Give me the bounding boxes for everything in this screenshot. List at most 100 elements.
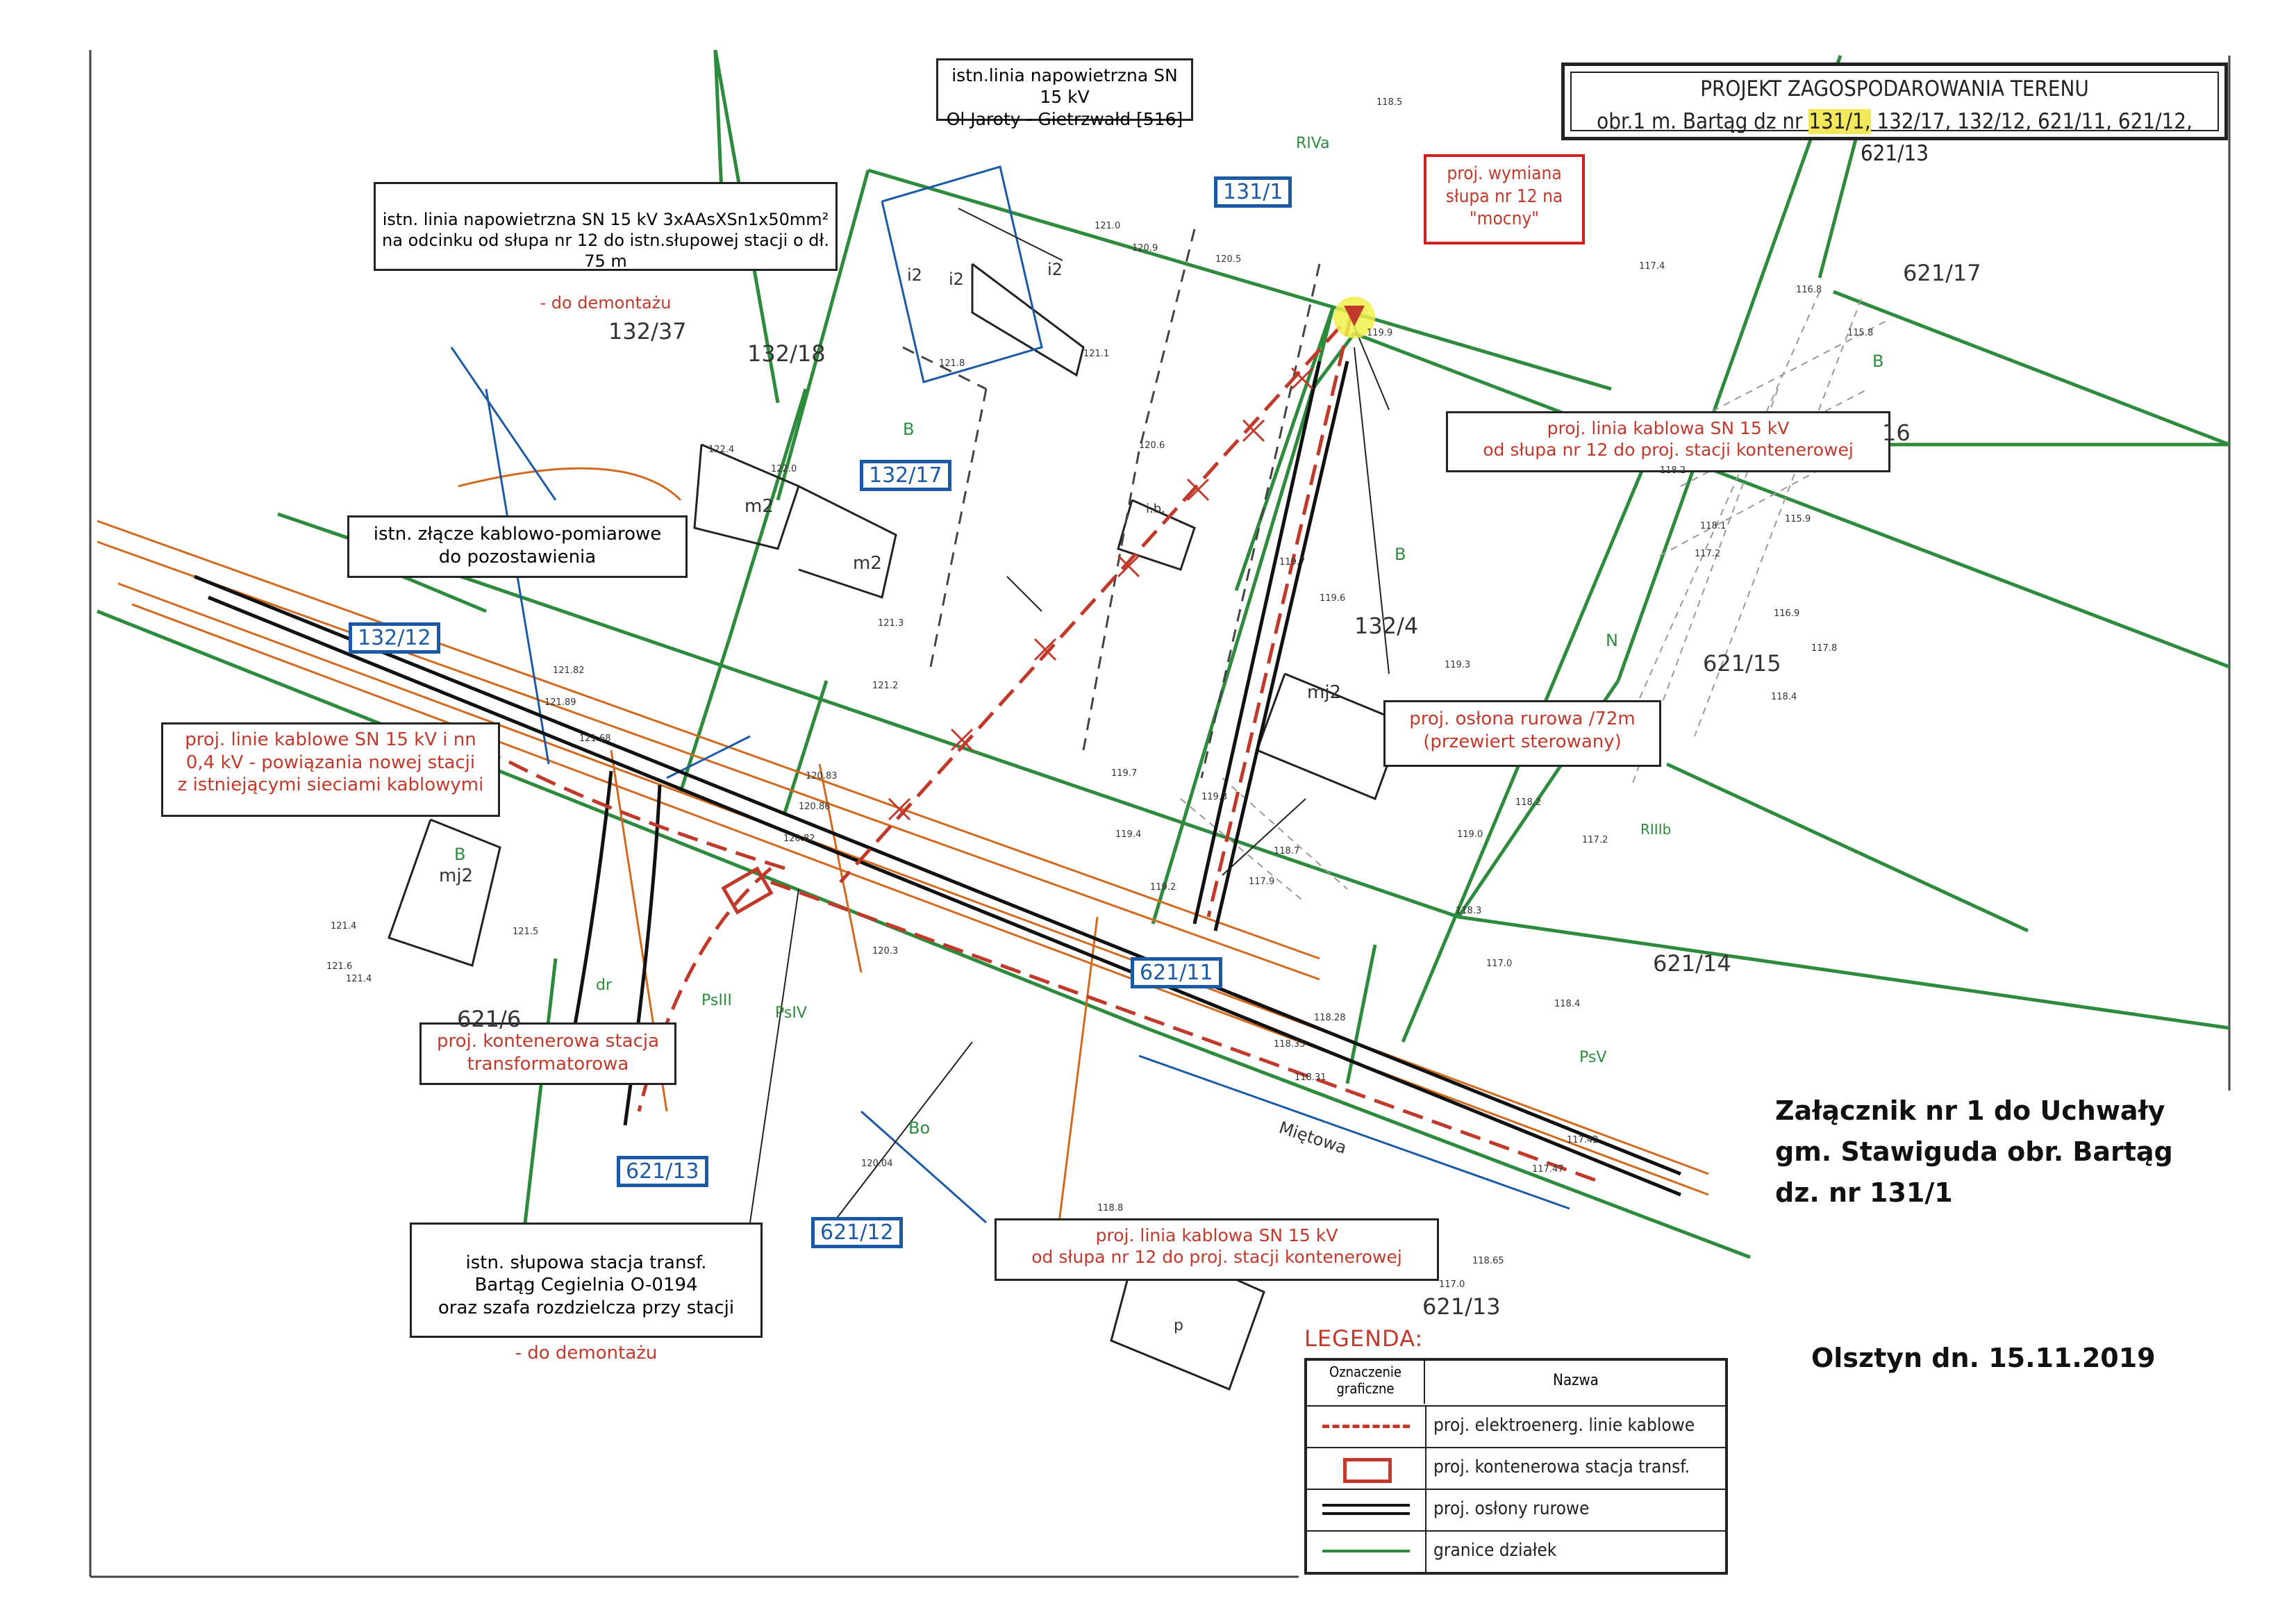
elevation: 121.68 xyxy=(579,734,611,744)
elevation: 117.9 xyxy=(1249,877,1275,887)
elevation: 121.8 xyxy=(939,358,965,369)
parcel-box-131-1: 131/1 xyxy=(1214,176,1292,208)
elevation: 118.65 xyxy=(1472,1256,1504,1266)
parcel-box-132-12: 132/12 xyxy=(349,622,440,654)
elevation: 121.6 xyxy=(326,961,353,972)
elevation: 118.2 xyxy=(1515,797,1542,808)
elevation: 117.47 xyxy=(1532,1164,1564,1175)
legend-label-parcel: granice działek xyxy=(1433,1540,1557,1561)
building-mj2-a: mj2 xyxy=(1307,682,1342,703)
elevation: 118.28 xyxy=(1314,1013,1346,1023)
landuse-b2: B xyxy=(1395,545,1406,564)
elevation: 117.2 xyxy=(1695,549,1721,559)
elevation: 120.82 xyxy=(783,834,815,844)
elevation: 121.89 xyxy=(544,697,576,708)
elevation: 121.1 xyxy=(1083,349,1110,359)
elevation: 121.5 xyxy=(513,927,539,937)
building-m2-a: m2 xyxy=(744,496,774,517)
callout-overhead-line-top: istn.linia napowietrzna SN 15 kV Ol Jaro… xyxy=(936,58,1193,129)
elevation: 115.8 xyxy=(1847,328,1874,338)
elevation: 120.5 xyxy=(1215,254,1242,265)
elevation: 118.35 xyxy=(1274,1039,1306,1050)
legend-row-station: proj. kontenerowa stacja transf. xyxy=(1307,1447,1725,1489)
elevation: 117.0 xyxy=(1439,1279,1465,1290)
elevation: 115.9 xyxy=(1785,514,1811,524)
callout-pole-station: istn. słupowa stacja transf. Bartąg Cegi… xyxy=(410,1223,763,1364)
elevation: 120.3 xyxy=(872,946,899,956)
parcel-label-132-37: 132/37 xyxy=(608,318,687,345)
title-line2-prefix: obr.1 m. Bartąg dz nr xyxy=(1597,108,1803,134)
elevation: 118.2 xyxy=(1660,465,1686,476)
container-station-symbol xyxy=(721,866,774,915)
landuse-dr: dr xyxy=(596,977,613,994)
landuse-b4: B xyxy=(454,845,466,864)
elevation: 120.9 xyxy=(1132,243,1158,254)
landuse-psiii: PsIII xyxy=(701,992,732,1009)
elevation: 118.1 xyxy=(1700,521,1727,531)
elevation: 121.0 xyxy=(1095,221,1121,231)
frame-lines xyxy=(89,50,2231,1578)
attachment-note: Załącznik nr 1 do Uchwały gm. Stawiguda … xyxy=(1775,1091,2173,1213)
elevation: 119.4 xyxy=(1115,829,1142,840)
callout-pipe-sleeve: proj. osłona rurowa /72m (przewiert ster… xyxy=(1383,700,1661,767)
elevation: 117.8 xyxy=(1811,643,1838,654)
elevation: 120.6 xyxy=(1139,440,1165,451)
parcel-label-132-18: 132/18 xyxy=(747,340,826,367)
landuse-bo: Bo xyxy=(908,1118,931,1138)
parcel-label-621-14: 621/14 xyxy=(1653,950,1731,977)
elevation: 120.86 xyxy=(799,802,831,812)
callout-pole-station-main: istn. słupowa stacja transf. Bartąg Cegi… xyxy=(438,1252,735,1318)
projected-cable-lines xyxy=(499,315,1598,1183)
legend-symbol-cable xyxy=(1307,1407,1426,1447)
elevation: 117.4 xyxy=(1639,261,1665,272)
attachment-line3: dz. nr 131/1 xyxy=(1775,1177,1953,1208)
building-ib: i.b. xyxy=(1146,502,1165,516)
landuse-riva: RIVa xyxy=(1296,135,1330,152)
landuse-b1: B xyxy=(903,420,915,439)
landuse-riiib: RIIIb xyxy=(1640,821,1672,838)
legend-label-pipe: proj. osłony rurowe xyxy=(1433,1498,1590,1519)
title-line2-rest: 132/17, 132/12, 621/11, 621/12, 621/13 xyxy=(1860,108,2193,167)
elevation: 119.3 xyxy=(1201,792,1228,802)
callout-overhead-line-dismantle-main: istn. linia napowietrzna SN 15 kV 3xAAsX… xyxy=(382,210,829,271)
title-block: PROJEKT ZAGOSPODAROWANIA TERENU obr.1 m.… xyxy=(1561,63,2228,166)
existing-networks xyxy=(97,467,1709,1251)
elevation: 117.0 xyxy=(1486,959,1513,969)
elevation: 118.31 xyxy=(1295,1072,1326,1083)
elevation: 118.7 xyxy=(1274,846,1300,856)
title-highlight-parcel: 131/1, xyxy=(1808,108,1871,134)
attachment-line1: Załącznik nr 1 do Uchwały xyxy=(1775,1095,2165,1126)
landuse-psiv: PsIV xyxy=(775,1004,807,1022)
legend-symbol-station xyxy=(1307,1448,1426,1489)
building-i2-b: i2 xyxy=(949,270,964,289)
elevation: 117.2 xyxy=(1582,835,1608,845)
elevation: 121.3 xyxy=(878,618,904,629)
elevation: 119.7 xyxy=(1111,768,1138,779)
parcel-label-621-17: 621/17 xyxy=(1903,260,1981,286)
elevation: 119.3 xyxy=(1445,660,1471,670)
title-line2: obr.1 m. Bartąg dz nr 131/1, 132/17, 132… xyxy=(1572,106,2218,170)
legend-row-pipe: proj. osłony rurowe xyxy=(1307,1489,1725,1530)
parcel-box-132-17: 132/17 xyxy=(860,460,951,491)
legend: Oznaczenie graficzne Nazwa proj. elektro… xyxy=(1304,1358,1728,1575)
elevation: 117.42 xyxy=(1567,1135,1599,1145)
landuse-b3: B xyxy=(1872,351,1884,371)
legend-row-parcel: granice działek xyxy=(1307,1530,1725,1572)
callout-overhead-line-dismantle: istn. linia napowietrzna SN 15 kV 3xAAsX… xyxy=(374,182,838,313)
legend-symbol-pipe xyxy=(1307,1490,1426,1530)
elevation: 122.0 xyxy=(771,464,797,474)
elevation: 121.4 xyxy=(331,921,357,931)
legend-col-symbol: Oznaczenie graficzne xyxy=(1307,1361,1425,1404)
parcel-label-621-6: 621/6 xyxy=(457,1006,522,1032)
building-i2-a: i2 xyxy=(907,265,922,285)
elevation: 121.4 xyxy=(346,974,372,984)
elevation: 121.2 xyxy=(872,681,899,691)
title-line1: PROJEKT ZAGOSPODAROWANIA TERENU xyxy=(1700,76,2089,101)
elevation: 119.7 xyxy=(1279,557,1306,567)
callout-container-station: proj. kontenerowa stacja transformatorow… xyxy=(419,1022,676,1085)
elevation: 118.5 xyxy=(1376,97,1403,108)
utility-lines xyxy=(450,347,1570,1224)
building-i2-c: i2 xyxy=(1047,260,1063,279)
dashed-structures xyxy=(902,229,1321,779)
